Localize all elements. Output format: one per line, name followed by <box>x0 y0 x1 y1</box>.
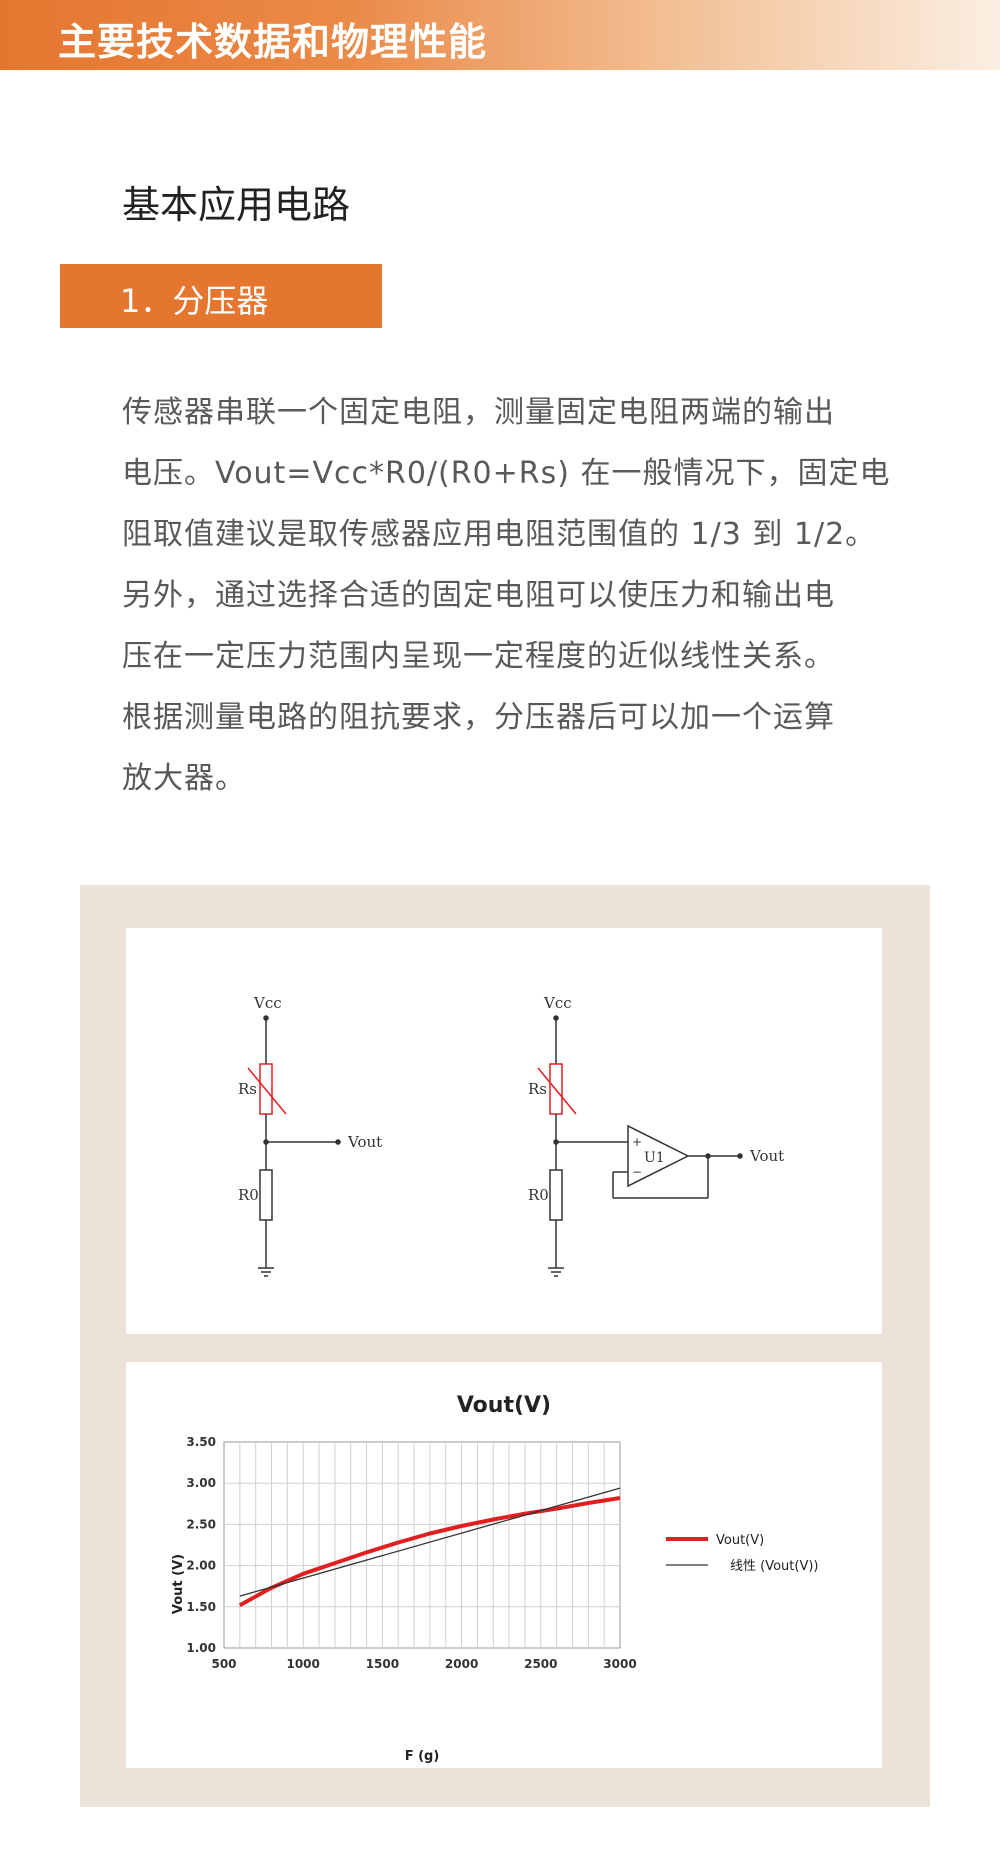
x-tick-label: 2000 <box>445 1657 478 1671</box>
divider-with-opamp-circuit <box>537 1015 743 1277</box>
x-tick-label: 500 <box>211 1657 236 1671</box>
chart-card: Vout(V) 500 1000 1500 2000 2500 3000 1.00 1.50 2… <box>126 1362 882 1768</box>
subsection-badge: 1．分压器 <box>60 264 382 328</box>
y-tick-label: 1.00 <box>186 1641 216 1655</box>
linear-trend-line <box>239 1487 621 1597</box>
opamp-plus: + <box>632 1135 642 1149</box>
chart-grid <box>223 1441 621 1649</box>
y-tick-label: 2.00 <box>186 1559 216 1573</box>
body-line: 另外，通过选择合适的固定电阻可以使压力和输出电 <box>122 578 835 613</box>
rs-variable-arrow <box>247 1067 287 1115</box>
legend-label: 线性 (Vout(V)) <box>730 1559 819 1574</box>
chart-series <box>238 1487 621 1607</box>
circuit-diagram: Vcc Rs R0 Vout Vcc Rs <box>238 994 784 1277</box>
body-line: 根据测量电路的阻抗要求，分压器后可以加一个运算 <box>122 700 835 735</box>
body-line: 放大器。 <box>122 761 246 796</box>
header-bar: 主要技术数据和物理性能 <box>0 0 1000 70</box>
rs-label: Rs <box>528 1080 547 1098</box>
r0-resistor <box>259 1169 273 1221</box>
section-heading: 基本应用电路 <box>122 183 351 227</box>
chart-legend: Vout(V) 线性 (Vout(V)) <box>666 1533 819 1574</box>
r0-label: R0 <box>238 1186 259 1204</box>
legend-label: Vout(V) <box>716 1533 764 1548</box>
chart-title: Vout(V) <box>457 1393 551 1418</box>
opamp-label: U1 <box>644 1150 665 1166</box>
x-tick-label: 2500 <box>524 1657 557 1671</box>
y-tick-label: 1.50 <box>186 1600 216 1614</box>
vcc-label: Vcc <box>543 994 572 1012</box>
x-tick-label: 1500 <box>366 1657 399 1671</box>
y-tick-label: 3.00 <box>186 1476 216 1490</box>
opamp-minus: − <box>632 1165 642 1179</box>
voltage-divider-circuit <box>247 1015 341 1277</box>
body-line: 传感器串联一个固定电阻，测量固定电阻两端的输出 <box>122 395 835 430</box>
body-paragraph: 传感器串联一个固定电阻，测量固定电阻两端的输出 电压。Vout=Vcc*R0/(… <box>122 382 902 809</box>
plot-area <box>223 1441 621 1649</box>
x-axis-label: F (g) <box>405 1749 440 1764</box>
x-tick-label: 1000 <box>286 1657 319 1671</box>
vout-chart: Vout(V) 500 1000 1500 2000 2500 3000 1.00 1.50 2… <box>171 1393 819 1764</box>
x-tick-label: 3000 <box>603 1657 636 1671</box>
vcc-label: Vcc <box>253 994 282 1012</box>
y-tick-label: 2.50 <box>186 1517 216 1531</box>
chart-ticks: 500 1000 1500 2000 2500 3000 1.00 1.50 2.00 2.50 3… <box>186 1435 636 1671</box>
circuit-diagram-card: Vcc Rs R0 Vout Vcc Rs <box>126 928 882 1334</box>
header-title: 主要技术数据和物理性能 <box>58 20 488 64</box>
r0-resistor <box>549 1169 563 1221</box>
vout-label: Vout <box>347 1133 382 1151</box>
r0-label: R0 <box>528 1186 549 1204</box>
rs-label: Rs <box>238 1080 257 1098</box>
opamp-symbol <box>627 1124 690 1188</box>
body-line: 压在一定压力范围内呈现一定程度的近似线性关系。 <box>122 639 835 674</box>
y-axis-label: Vout (V) <box>171 1554 186 1614</box>
vout-label: Vout <box>749 1147 784 1165</box>
body-line: 电压。Vout=Vcc*R0/(R0+Rs) 在一般情况下，固定电 <box>122 456 891 491</box>
y-tick-label: 3.50 <box>186 1435 216 1449</box>
body-line: 阻取值建议是取传感器应用电阻范围值的 1/3 到 1/2。 <box>122 517 877 552</box>
subsection-label: 1．分压器 <box>120 282 269 320</box>
vout-series-line <box>238 1496 621 1607</box>
